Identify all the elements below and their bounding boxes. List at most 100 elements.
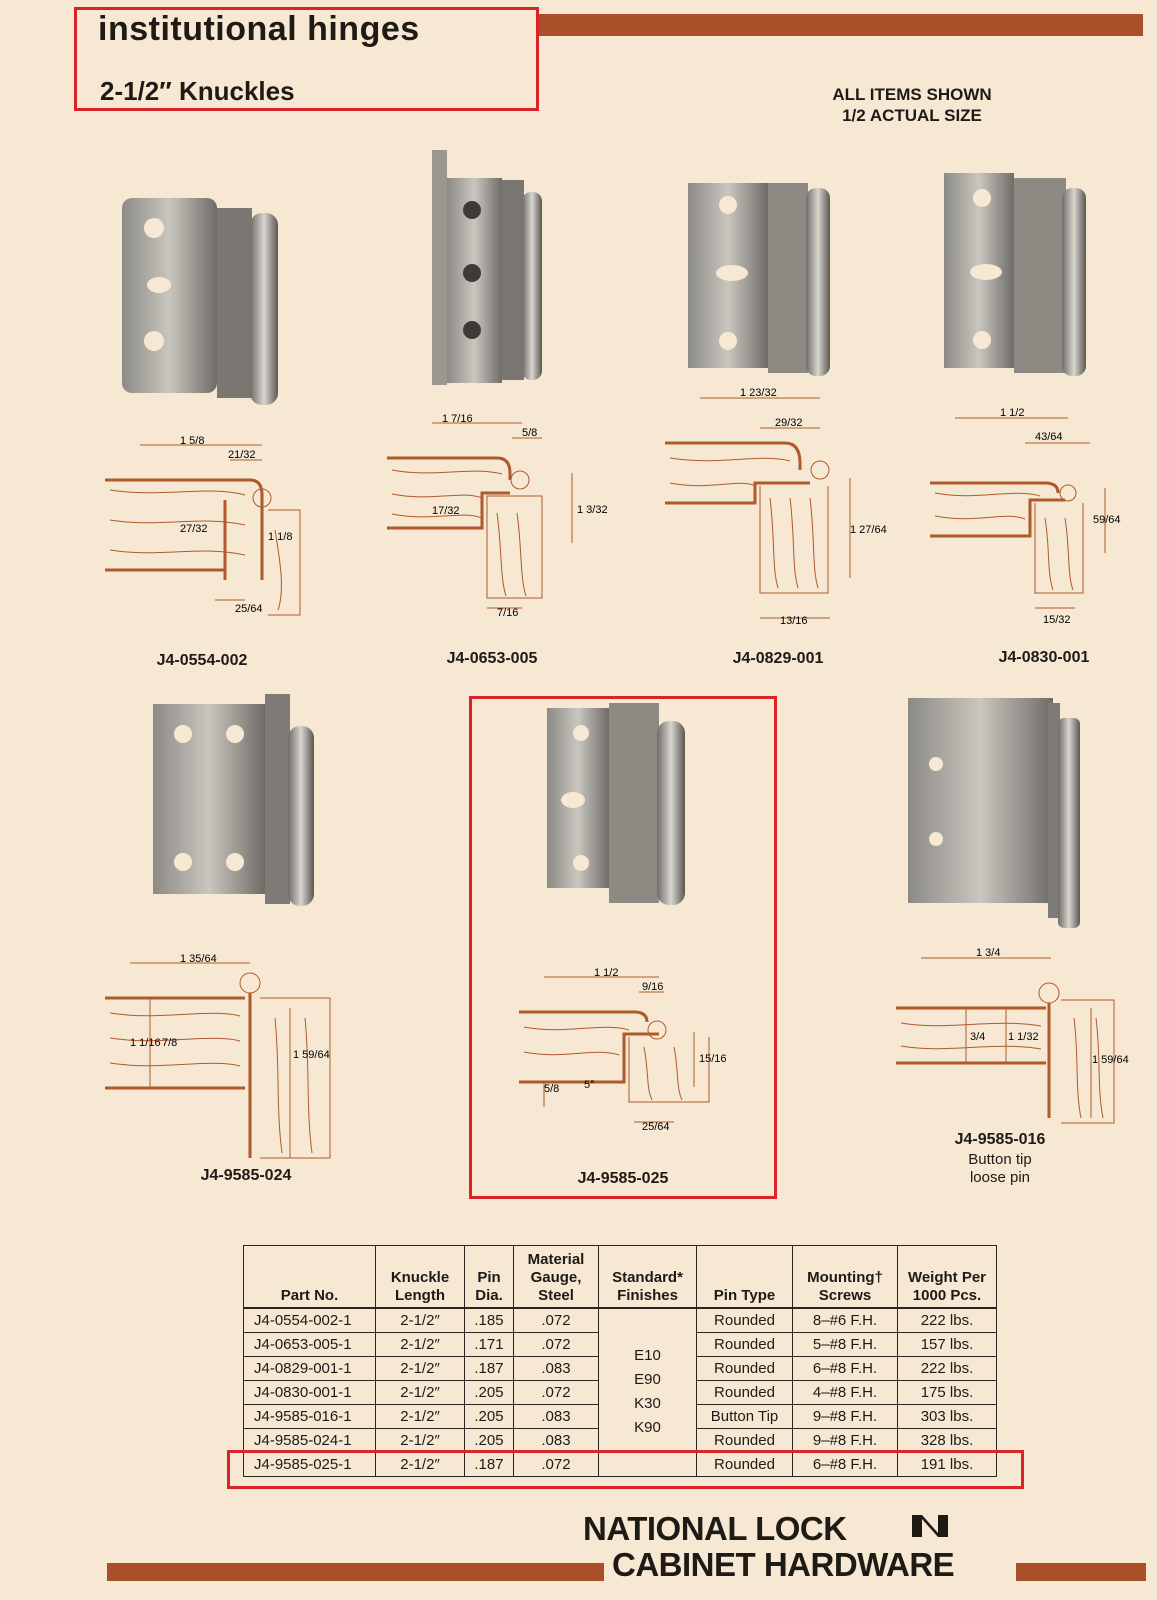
hinge-photo-4 [944,173,1086,376]
caption-line1: Button tip [968,1151,1032,1168]
header-pin-dia: Pin Dia. [464,1245,514,1309]
dim-5-b: 1 1/16 [130,1037,161,1049]
cell-weight: 328 lbs. [897,1427,997,1453]
dim-1-b: 21/32 [228,449,256,461]
part-label-9585-016: J4-9585-016 [954,1131,1046,1148]
cell-screws: 5–#8 F.H. [792,1331,898,1357]
dim-1-d: 1 1/8 [268,531,292,543]
part-label-0830-001: J4-0830-001 [998,649,1090,666]
dim-7-d: 1 59/64 [1092,1054,1129,1066]
header-weight: Weight Per 1000 Pcs. [897,1245,997,1309]
cell-knuckle: 2-1/2″ [375,1379,465,1405]
brand-name-line2: CABINET HARDWARE [612,1546,955,1583]
table-row: J4-9585-016-1 2-1/2″ .205 .083 Button Ti… [243,1403,997,1429]
brand-name-line1: NATIONAL LOCK [583,1510,847,1547]
cell-gauge: .083 [513,1427,599,1453]
scale-note-line1: ALL ITEMS SHOWN [832,85,992,104]
cell-screws: 8–#6 F.H. [792,1307,898,1333]
hinge-photo-3 [688,183,830,376]
dim-7-b: 3/4 [970,1031,985,1043]
header-rule [538,14,1143,36]
cell-screws: 9–#8 F.H. [792,1403,898,1429]
cell-part-no: J4-9585-025-1 [243,1451,376,1477]
cell-weight: 157 lbs. [897,1331,997,1357]
footer-rule-right [1016,1563,1146,1581]
dim-4-c: 59/64 [1093,514,1121,526]
dim-5-a: 1 35/64 [180,953,217,965]
hinge-photo-6 [547,703,685,905]
cell-pin-type: Rounded [696,1427,793,1453]
dim-3-d: 13/16 [780,615,808,627]
scale-note-line2: 1/2 ACTUAL SIZE [842,106,982,125]
cell-knuckle: 2-1/2″ [375,1427,465,1453]
cell-knuckle: 2-1/2″ [375,1451,465,1477]
cell-finishes: E10 E90 K30 K90 [598,1307,697,1477]
cell-screws: 6–#8 F.H. [792,1355,898,1381]
cell-gauge: .083 [513,1403,599,1429]
hinge-photo-1 [122,198,278,405]
dimension-drawing-4: 1 1/2 43/64 59/64 15/32 [930,407,1121,626]
header-part-no: Part No. [243,1245,376,1309]
cell-gauge: .083 [513,1355,599,1381]
dim-4-a: 1 1/2 [1000,407,1024,419]
dimension-drawing-6: 1 1/2 9/16 15/16 5/8 5° 25/64 [519,967,727,1133]
cell-pin-type: Rounded [696,1307,793,1333]
cell-weight: 222 lbs. [897,1307,997,1333]
dim-2-a: 1 7/16 [442,413,473,425]
dim-7-a: 1 3/4 [976,947,1000,959]
cell-knuckle: 2-1/2″ [375,1403,465,1429]
cell-pin-dia: .205 [464,1403,514,1429]
part-label-9585-025: J4-9585-025 [577,1170,669,1187]
cell-pin-dia: .171 [464,1331,514,1357]
cell-part-no: J4-9585-016-1 [243,1403,376,1429]
dim-6-e: 5° [584,1079,595,1091]
dim-5-c: 7/8 [162,1037,177,1049]
dim-1-a: 1 5/8 [180,435,204,447]
cell-knuckle: 2-1/2″ [375,1307,465,1333]
table-row: J4-0554-002-1 2-1/2″ .185 .072 E10 E90 K… [243,1307,997,1477]
header-knuckle-length: Knuckle Length [375,1245,465,1309]
title-highlight-box [74,7,539,111]
cell-knuckle: 2-1/2″ [375,1331,465,1357]
finish-code: E90 [634,1371,661,1388]
cell-pin-dia: .187 [464,1355,514,1381]
finish-code: K30 [634,1395,661,1412]
cell-screws: 9–#8 F.H. [792,1427,898,1453]
cell-pin-dia: .205 [464,1427,514,1453]
cell-gauge: .072 [513,1331,599,1357]
dimension-drawing-1: 1 5/8 21/32 27/32 1 1/8 25/64 [105,435,301,616]
featured-row-highlight-box [227,1450,1024,1489]
dimension-drawing-7: 1 3/4 3/4 1 1/32 1 59/64 [896,947,1129,1124]
cell-weight: 222 lbs. [897,1355,997,1381]
header-pin-type: Pin Type [696,1245,793,1309]
hinge-photo-5 [153,694,314,906]
dim-2-c: 17/32 [432,505,460,517]
cell-pin-dia: .205 [464,1379,514,1405]
part-label-0554-002: J4-0554-002 [156,652,248,669]
table-row-highlighted: J4-9585-025-1 2-1/2″ .187 .072 Rounded 6… [243,1451,997,1477]
dim-2-b: 5/8 [522,427,537,439]
caption-line2: loose pin [969,1169,1031,1186]
featured-hinge-box [469,696,777,1199]
part-caption-9585-016: Button tip loose pin [900,1151,1100,1187]
scale-note: ALL ITEMS SHOWN 1/2 ACTUAL SIZE [812,84,1012,126]
cell-knuckle: 2-1/2″ [375,1355,465,1381]
hinge-photo-2 [432,150,542,385]
header-mounting-screws: Mounting† Screws [792,1245,898,1309]
dim-2-e: 7/16 [497,607,518,619]
part-label-0829-001: J4-0829-001 [732,650,824,667]
dim-4-b: 43/64 [1035,431,1063,443]
dim-3-b: 29/32 [775,417,803,429]
page-title: institutional hinges [98,10,420,48]
dim-4-d: 15/32 [1043,614,1071,626]
table-header-row: Part No. Knuckle Length Pin Dia. Materia… [243,1245,997,1309]
finish-code: E10 [634,1347,661,1364]
cell-pin-type: Rounded [696,1379,793,1405]
dim-1-e: 25/64 [235,603,263,615]
dim-6-f: 25/64 [642,1121,670,1133]
table-row: J4-0829-001-1 2-1/2″ .187 .083 Rounded 6… [243,1355,997,1381]
dimension-drawing-3: 1 23/32 29/32 1 27/64 13/16 [665,387,887,627]
table-row: J4-0830-001-1 2-1/2″ .205 .072 Rounded 4… [243,1379,997,1405]
cell-gauge: .072 [513,1451,599,1477]
footer-rule-left [107,1563,604,1581]
